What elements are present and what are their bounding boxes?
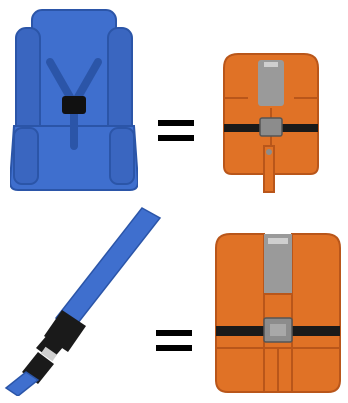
equals-sign xyxy=(156,330,192,360)
life-vest-large-icon xyxy=(212,228,344,398)
life-vest-small-icon xyxy=(218,48,324,196)
car-seat-icon xyxy=(10,6,138,192)
seat-belt-icon xyxy=(4,206,164,396)
equals-sign xyxy=(158,120,194,150)
